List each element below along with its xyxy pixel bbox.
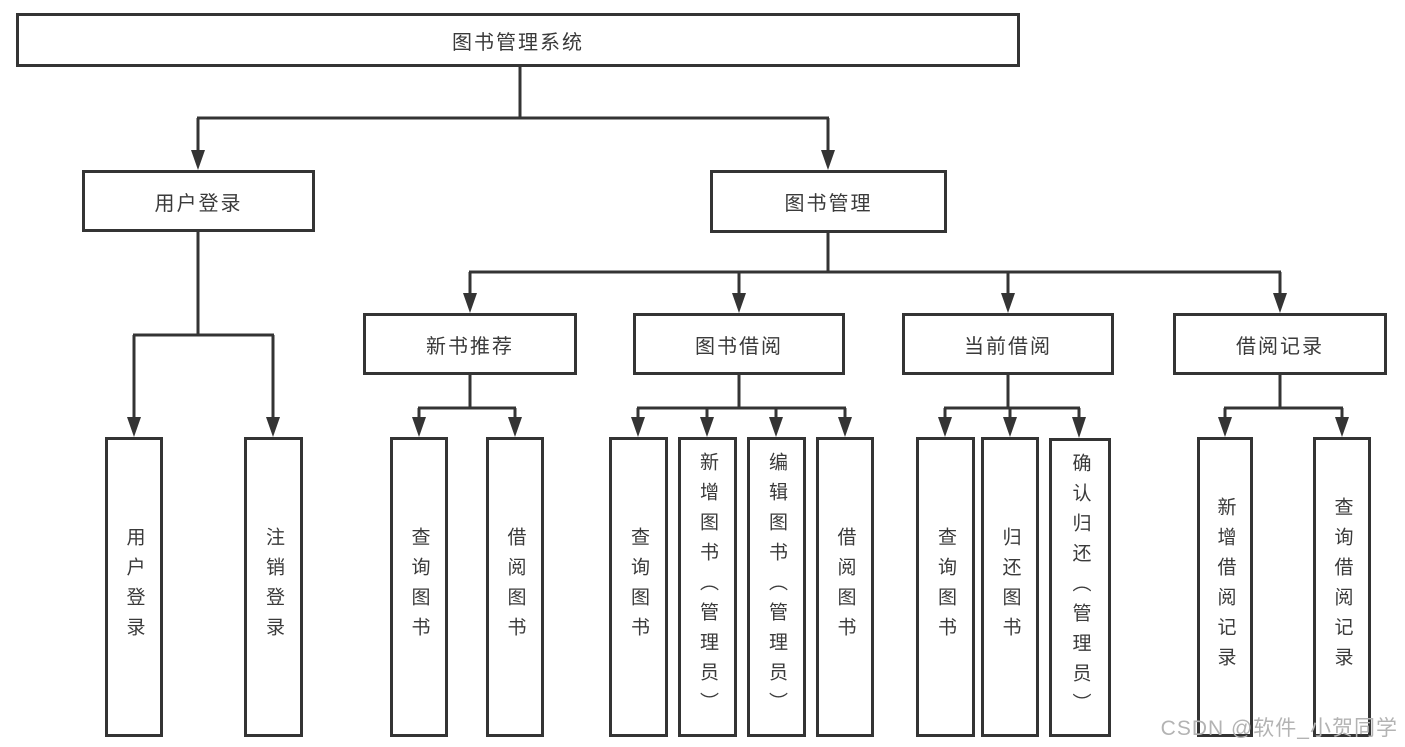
node-new-book-recommend: 新书推荐 [363, 313, 577, 375]
leaf-query-books-recommend: 查询图书 [390, 437, 448, 737]
leaf-add-books-admin: 新增图书（管理员） [678, 437, 737, 737]
watermark: CSDN @软件_小贺同学 [1160, 717, 1398, 740]
leaf-query-borrow-record: 查询借阅记录 [1313, 437, 1371, 737]
node-current-borrow: 当前借阅 [902, 313, 1114, 375]
node-root-system: 图书管理系统 [16, 13, 1020, 67]
leaf-add-borrow-record: 新增借阅记录 [1197, 437, 1253, 737]
node-user-login: 用户登录 [82, 170, 315, 232]
leaf-query-books-borrow: 查询图书 [609, 437, 668, 737]
node-book-management: 图书管理 [710, 170, 947, 233]
leaf-query-books-current: 查询图书 [916, 437, 975, 737]
leaf-user-login: 用户登录 [105, 437, 163, 737]
leaf-confirm-return-admin: 确认归还（管理员） [1049, 438, 1111, 737]
node-borrow-records: 借阅记录 [1173, 313, 1387, 375]
leaf-return-books: 归还图书 [981, 437, 1039, 737]
leaf-edit-books-admin: 编辑图书（管理员） [747, 437, 806, 737]
leaf-borrow-books: 借阅图书 [816, 437, 874, 737]
node-book-borrow: 图书借阅 [633, 313, 845, 375]
leaf-borrow-books-recommend: 借阅图书 [486, 437, 544, 737]
leaf-logout: 注销登录 [244, 437, 303, 737]
